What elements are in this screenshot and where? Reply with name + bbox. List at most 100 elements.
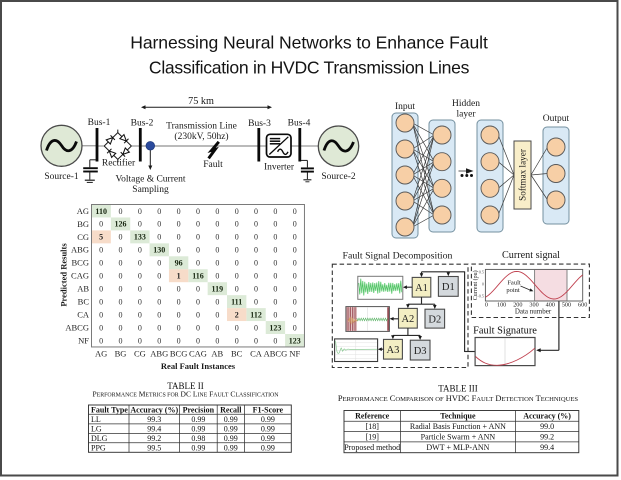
svg-text:0: 0 bbox=[177, 284, 181, 293]
svg-text:PERFORMANCE METRICS FOR DC LIN: PERFORMANCE METRICS FOR DC LINE FAULT CL… bbox=[92, 389, 279, 398]
svg-text:0: 0 bbox=[293, 233, 297, 242]
svg-text:0: 0 bbox=[138, 297, 142, 306]
svg-text:Bus-1: Bus-1 bbox=[88, 118, 111, 128]
svg-text:NF: NF bbox=[289, 349, 300, 359]
svg-text:AB: AB bbox=[211, 349, 223, 359]
svg-text:0: 0 bbox=[119, 336, 123, 345]
svg-text:0.99: 0.99 bbox=[224, 443, 238, 452]
svg-text:75 km: 75 km bbox=[188, 96, 214, 107]
svg-text:Fault: Fault bbox=[203, 160, 223, 170]
svg-text:D3: D3 bbox=[414, 346, 427, 357]
svg-text:0: 0 bbox=[273, 246, 277, 255]
svg-text:0: 0 bbox=[138, 220, 142, 229]
svg-text:400: 400 bbox=[546, 301, 555, 308]
svg-text:CAG: CAG bbox=[71, 271, 89, 281]
svg-text:99.0: 99.0 bbox=[540, 422, 554, 431]
svg-text:Input: Input bbox=[395, 102, 415, 112]
svg-text:0: 0 bbox=[119, 207, 123, 216]
svg-text:0: 0 bbox=[235, 220, 239, 229]
svg-text:Fault Signal Decomposition: Fault Signal Decomposition bbox=[343, 251, 453, 262]
svg-text:0: 0 bbox=[254, 297, 258, 306]
svg-text:D2: D2 bbox=[428, 314, 441, 325]
svg-text:D1: D1 bbox=[442, 282, 455, 293]
svg-text:Recall: Recall bbox=[220, 405, 242, 414]
svg-text:0: 0 bbox=[293, 310, 297, 319]
svg-text:[19]: [19] bbox=[366, 432, 380, 441]
svg-text:0: 0 bbox=[157, 207, 161, 216]
svg-text:0: 0 bbox=[196, 284, 200, 293]
svg-text:0: 0 bbox=[138, 259, 142, 268]
svg-text:99.5: 99.5 bbox=[147, 443, 161, 452]
svg-text:0.99: 0.99 bbox=[261, 415, 275, 424]
svg-text:0: 0 bbox=[196, 220, 200, 229]
svg-text:Voltage & Current: Voltage & Current bbox=[115, 175, 185, 185]
svg-text:0: 0 bbox=[215, 220, 219, 229]
svg-text:Bus-4: Bus-4 bbox=[288, 119, 311, 129]
svg-text:CG: CG bbox=[134, 349, 146, 359]
svg-text:CG: CG bbox=[77, 232, 89, 242]
svg-text:0: 0 bbox=[138, 272, 142, 281]
svg-text:119: 119 bbox=[212, 284, 224, 293]
svg-text:0.99: 0.99 bbox=[261, 434, 275, 443]
svg-text:0: 0 bbox=[215, 259, 219, 268]
svg-text:Fault: Fault bbox=[507, 280, 521, 287]
svg-text:F1-Score: F1-Score bbox=[253, 405, 284, 414]
svg-text:110: 110 bbox=[95, 207, 107, 216]
svg-text:Technique: Technique bbox=[440, 412, 476, 421]
svg-text:CA: CA bbox=[77, 309, 90, 319]
svg-text:0: 0 bbox=[196, 233, 200, 242]
svg-text:0: 0 bbox=[138, 246, 142, 255]
svg-text:0.99: 0.99 bbox=[191, 443, 205, 452]
svg-text:0: 0 bbox=[293, 297, 297, 306]
svg-text:AG: AG bbox=[95, 349, 107, 359]
svg-text:100: 100 bbox=[497, 301, 506, 308]
svg-text:ABG: ABG bbox=[150, 349, 168, 359]
svg-text:0: 0 bbox=[254, 284, 258, 293]
svg-text:0.99: 0.99 bbox=[261, 424, 275, 433]
svg-text:0: 0 bbox=[293, 284, 297, 293]
svg-text:0: 0 bbox=[119, 310, 123, 319]
svg-text:AG: AG bbox=[77, 206, 89, 216]
svg-text:0: 0 bbox=[235, 272, 239, 281]
svg-text:0: 0 bbox=[482, 282, 484, 287]
svg-text:0: 0 bbox=[177, 246, 181, 255]
svg-text:0.5: 0.5 bbox=[479, 270, 484, 275]
svg-text:0: 0 bbox=[273, 297, 277, 306]
svg-text:130: 130 bbox=[153, 246, 165, 255]
svg-text:0: 0 bbox=[196, 207, 200, 216]
svg-text:layer: layer bbox=[457, 109, 477, 119]
svg-text:A2: A2 bbox=[401, 314, 414, 325]
svg-text:Inverter: Inverter bbox=[264, 163, 295, 173]
svg-text:0: 0 bbox=[157, 220, 161, 229]
svg-text:0.99: 0.99 bbox=[261, 443, 275, 452]
svg-text:0: 0 bbox=[157, 297, 161, 306]
svg-text:600: 600 bbox=[578, 301, 587, 308]
svg-text:200: 200 bbox=[513, 301, 522, 308]
svg-text:DWT + MLP-ANN: DWT + MLP-ANN bbox=[426, 443, 489, 452]
svg-text:126: 126 bbox=[115, 220, 127, 229]
svg-text:99.2: 99.2 bbox=[540, 432, 554, 441]
svg-text:0: 0 bbox=[99, 272, 103, 281]
svg-text:0: 0 bbox=[293, 220, 297, 229]
svg-text:0: 0 bbox=[138, 284, 142, 293]
svg-text:BCG: BCG bbox=[72, 258, 89, 268]
svg-text:0: 0 bbox=[235, 207, 239, 216]
svg-text:CA: CA bbox=[250, 349, 263, 359]
svg-text:0: 0 bbox=[273, 336, 277, 345]
svg-text:Predicted Results: Predicted Results bbox=[59, 243, 69, 307]
svg-text:112: 112 bbox=[250, 310, 262, 319]
svg-text:0: 0 bbox=[215, 297, 219, 306]
svg-text:0: 0 bbox=[157, 310, 161, 319]
svg-text:LG: LG bbox=[91, 424, 102, 433]
svg-text:Accuracy (%): Accuracy (%) bbox=[130, 405, 178, 414]
svg-text:-0.5: -0.5 bbox=[477, 294, 484, 299]
svg-text:2: 2 bbox=[235, 310, 239, 319]
svg-text:0: 0 bbox=[138, 336, 142, 345]
svg-text:NF: NF bbox=[78, 335, 89, 345]
svg-text:0: 0 bbox=[235, 323, 239, 332]
svg-text:133: 133 bbox=[134, 233, 146, 242]
svg-text:116: 116 bbox=[192, 272, 204, 281]
svg-text:0: 0 bbox=[254, 323, 258, 332]
svg-text:0: 0 bbox=[235, 259, 239, 268]
svg-text:0: 0 bbox=[273, 272, 277, 281]
